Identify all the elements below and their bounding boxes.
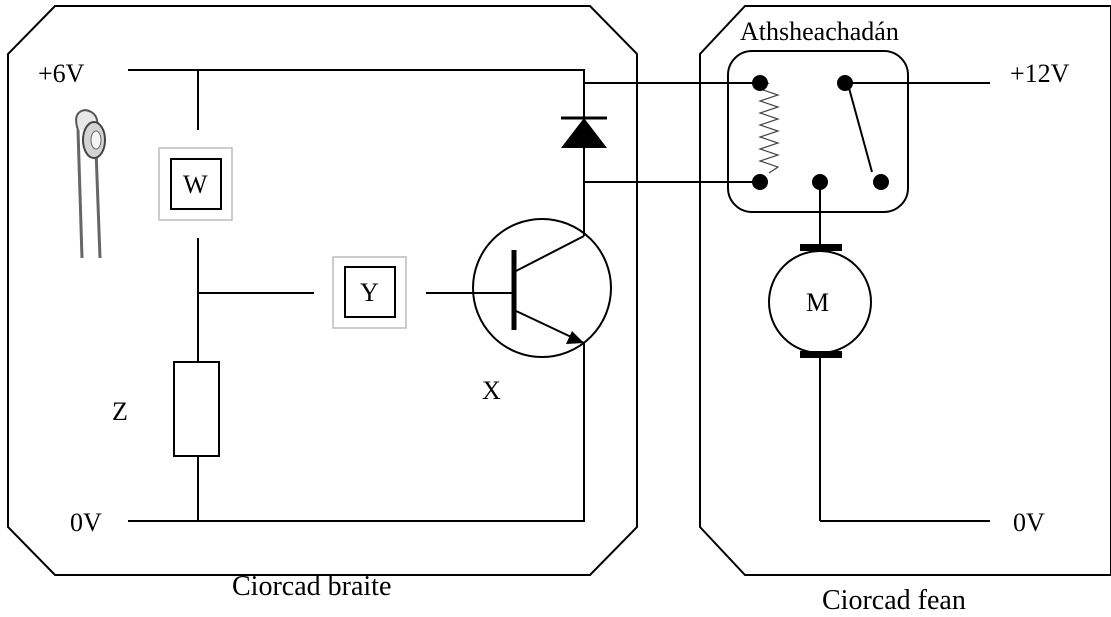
transistor-x-label: X (482, 376, 501, 405)
component-y (344, 266, 396, 318)
relay-switch-arm (848, 87, 873, 173)
relay-label: Athsheachadán (740, 17, 899, 46)
sensing-circuit-panel (7, 5, 638, 576)
component-y-label: Y (360, 278, 379, 307)
resistor-z-label: Z (112, 397, 128, 426)
motor-brush-bottom (800, 351, 842, 358)
ground-right-label: 0V (1013, 508, 1045, 537)
caption-fan-circuit: Ciorcad fean (822, 585, 966, 616)
thermistor-icon (75, 108, 106, 259)
resistor-z (173, 361, 220, 457)
motor-label: M (806, 288, 829, 317)
relay-switch-contact (873, 174, 889, 190)
transistor-x (472, 218, 612, 358)
caption-sensing-circuit: Ciorcad braite (232, 571, 391, 602)
supply-12v-label: +12V (1010, 59, 1070, 88)
component-w-label: W (183, 170, 208, 199)
relay-coil-terminal-top (752, 75, 768, 91)
ground-left-label: 0V (70, 508, 102, 537)
relay-coil (758, 82, 780, 174)
relay-coil-terminal-bottom (752, 174, 768, 190)
relay-box (727, 50, 909, 213)
motor-brush-top (800, 244, 842, 251)
component-w (170, 158, 222, 210)
fan-circuit-panel (699, 5, 1111, 576)
supply-6v-label: +6V (38, 59, 85, 88)
diode-icon (561, 116, 607, 148)
